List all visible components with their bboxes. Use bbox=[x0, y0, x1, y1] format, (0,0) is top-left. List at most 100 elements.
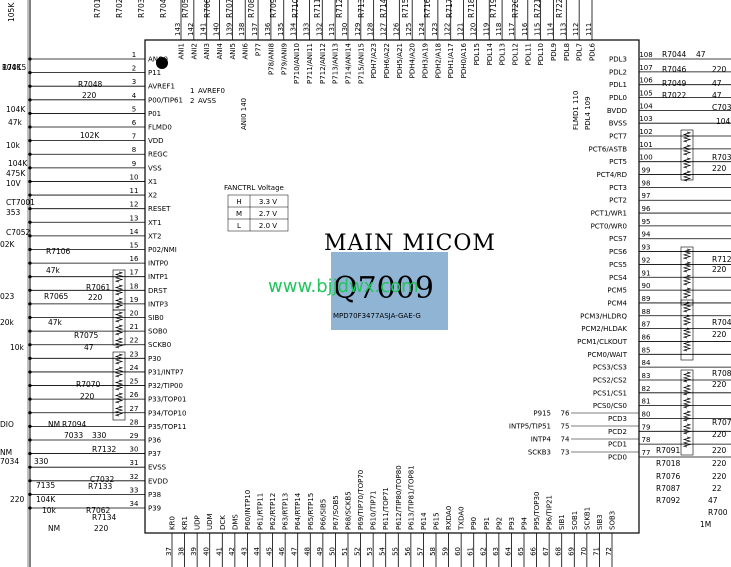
bottom-pin-number: 65 bbox=[517, 547, 525, 556]
left-pin-label: FLMD0 bbox=[148, 124, 172, 132]
bottom-pin-label: P63/RTP13 bbox=[282, 493, 290, 530]
left-pin-number: 10 bbox=[130, 173, 139, 181]
fanctrl-level: H bbox=[236, 198, 241, 206]
inner-right-number: 73 bbox=[561, 449, 570, 457]
ic-body bbox=[144, 39, 640, 534]
top-ref: R708 bbox=[247, 0, 256, 18]
junction-dot bbox=[28, 492, 32, 496]
right-pin-number: 105 bbox=[639, 90, 652, 98]
bottom-pin-number: 59 bbox=[442, 547, 450, 556]
right-pin-number: 80 bbox=[642, 410, 651, 418]
junction-dot bbox=[28, 302, 32, 306]
left-component-label: CT7001 bbox=[6, 198, 35, 207]
top-pin-number: 142 bbox=[187, 23, 195, 36]
left-component-label: NM bbox=[0, 448, 12, 457]
left-component-label: 220 bbox=[82, 91, 97, 100]
top-pin-label: P79/ANI9 bbox=[280, 43, 288, 75]
chip-title: MAIN MICOM bbox=[324, 231, 496, 256]
left-pin-number: 3 bbox=[132, 78, 136, 86]
top-wires bbox=[180, 0, 593, 40]
junction-dot bbox=[28, 98, 32, 102]
top-ref: R721 bbox=[533, 0, 542, 18]
bottom-pin-number: 67 bbox=[542, 547, 550, 556]
left-pin-number: 5 bbox=[132, 105, 136, 113]
bottom-pin-label: DCK bbox=[219, 515, 227, 530]
bottom-pin-label: P69/TIP70/TOP70 bbox=[357, 470, 365, 530]
left-component-label: 104K bbox=[2, 63, 22, 72]
left-component-label: R7133 bbox=[88, 482, 113, 491]
left-pin-labels: ANO0P11AVREF1P00/TIP61P01FLMD0VDDREGCVSS… bbox=[148, 56, 186, 513]
watermark: www.bjjdwx.com bbox=[268, 276, 419, 297]
junction-dot bbox=[28, 356, 32, 360]
bottom-pin-label: P90 bbox=[470, 517, 478, 530]
top-pin-number: 117 bbox=[508, 23, 516, 36]
bottom-pin-number: 40 bbox=[203, 547, 211, 556]
bottom-pin-number: 60 bbox=[454, 547, 462, 556]
right-pin-number: 108 bbox=[639, 51, 652, 59]
left-component-label: NM bbox=[48, 524, 60, 533]
left-pin-number: 23 bbox=[130, 350, 139, 358]
left-pin-label: P30 bbox=[148, 355, 161, 363]
left-pin-label: AVREF1 bbox=[148, 83, 175, 91]
right-pin-label: PCD3 bbox=[608, 415, 627, 423]
left-pin-number: 8 bbox=[132, 146, 136, 154]
top-pin-label: ANI4 bbox=[216, 42, 224, 59]
left-pin-label: XT2 bbox=[148, 232, 161, 240]
top-pin-number: 133 bbox=[302, 23, 310, 36]
right-pin-number: 99 bbox=[642, 167, 651, 175]
left-component-label: DIO bbox=[0, 420, 14, 429]
top-ref: R718 bbox=[467, 0, 476, 18]
inner-right-label: P915 bbox=[533, 410, 551, 418]
top-pin-label: P715/ANI15 bbox=[357, 43, 365, 84]
bottom-pin-label: SOB3 bbox=[609, 511, 617, 530]
bottom-pin-label: P610/TIP71 bbox=[370, 491, 378, 530]
bottom-pin-number: 69 bbox=[567, 547, 575, 556]
left-pin-label: EVDD bbox=[148, 477, 168, 485]
top-pin-label: P712/ANI12 bbox=[319, 43, 327, 84]
right-pin-label: PDL3 bbox=[609, 56, 627, 64]
right-pin-number: 106 bbox=[639, 77, 653, 85]
junction-dot bbox=[28, 261, 32, 265]
left-component-label: R7061 bbox=[86, 283, 111, 292]
junction-dot bbox=[28, 438, 32, 442]
right-pin-label: PCM2/HLDAK bbox=[581, 325, 627, 333]
left-pin-label: P32/TIP00 bbox=[148, 382, 183, 390]
left-pin-label: P39 bbox=[148, 505, 161, 513]
top-pin-number: 140 bbox=[213, 23, 221, 36]
right-pin-number: 97 bbox=[642, 192, 651, 200]
right-pin-label: BVDD bbox=[607, 107, 627, 115]
left-resistor-network bbox=[112, 269, 126, 421]
inner-right-number: 74 bbox=[561, 436, 570, 444]
right-pin-label: PCM3/HLDRQ bbox=[580, 312, 627, 320]
bottom-pin-label: UDP bbox=[194, 515, 202, 530]
junction-dot bbox=[28, 234, 32, 238]
flmd1-label: FLMD1 110 bbox=[572, 91, 580, 130]
left-component-label: 102K bbox=[80, 131, 100, 140]
top-pin-label: PDH1/A17 bbox=[447, 43, 455, 78]
top-ref: R710 bbox=[291, 0, 300, 18]
junction-dot bbox=[28, 139, 32, 143]
top-pin-label: PDL11 bbox=[524, 43, 532, 65]
bottom-pin-label: P67/SOB5 bbox=[332, 495, 340, 530]
inner-right-number: 76 bbox=[561, 410, 570, 418]
left-component-label: 10k bbox=[6, 141, 21, 150]
right-pin-label: PCM1/CLKOUT bbox=[577, 338, 628, 346]
left-pin-label: P38 bbox=[148, 491, 161, 499]
right-component-label: R7087 bbox=[656, 484, 681, 493]
fanctrl-level: L bbox=[237, 222, 241, 230]
bottom-pin-number: 57 bbox=[416, 547, 424, 556]
right-pin-label: PCT7 bbox=[609, 133, 627, 141]
right-pin-number: 104 bbox=[639, 102, 653, 110]
bottom-pin-label: KR1 bbox=[181, 516, 189, 530]
top-pin-number: 128 bbox=[367, 23, 375, 36]
top-ref: R716 bbox=[423, 0, 432, 18]
junction-dot bbox=[28, 111, 32, 116]
left-pin-label: INTP1 bbox=[148, 273, 168, 281]
top-pin-number: 124 bbox=[418, 22, 426, 36]
left-component-label: R7134 bbox=[92, 513, 117, 522]
top-ref: R722 bbox=[555, 0, 564, 18]
